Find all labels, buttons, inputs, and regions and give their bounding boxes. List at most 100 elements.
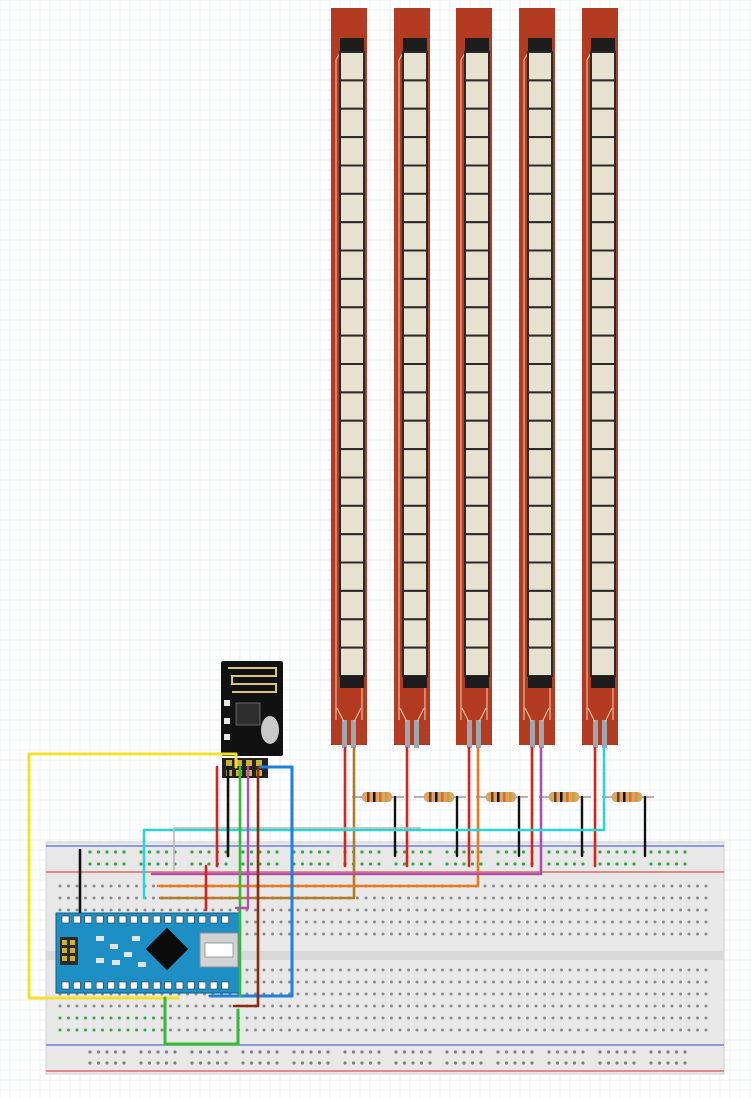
terminal-hole (645, 992, 648, 996)
rail-hole (606, 850, 611, 854)
terminal-hole (58, 1028, 62, 1032)
terminal-hole (687, 884, 691, 888)
flex-sensor-segment (590, 419, 616, 451)
terminal-hole (296, 1028, 300, 1032)
terminal-hole (551, 884, 555, 888)
rail-hole (674, 1050, 679, 1054)
terminal-hole (262, 968, 266, 972)
flex-sensor-segment (527, 164, 553, 195)
terminal-hole (441, 920, 444, 924)
terminal-hole (475, 1016, 478, 1020)
terminal-hole (271, 932, 274, 936)
rail-hole (547, 1061, 551, 1065)
terminal-hole (619, 992, 623, 996)
rf-header-pin (246, 760, 252, 766)
nano-header-pin (141, 981, 150, 990)
flex-sensor-segment (464, 618, 490, 649)
nano-header-pin (73, 915, 81, 924)
terminal-hole (186, 1028, 189, 1032)
terminal-hole (636, 896, 640, 900)
flex-sensor-segment (464, 164, 490, 195)
terminal-hole (619, 908, 623, 912)
terminal-hole (347, 932, 351, 936)
terminal-hole (373, 908, 376, 912)
terminal-hole (432, 896, 436, 900)
terminal-hole (75, 896, 79, 900)
rail-hole (615, 862, 619, 866)
terminal-hole (517, 1004, 521, 1008)
rail-hole (419, 862, 424, 866)
terminal-hole (101, 884, 104, 888)
rail-hole (215, 1050, 220, 1054)
terminal-hole (602, 1016, 606, 1020)
rail-hole (411, 862, 415, 866)
terminal-hole (126, 1028, 130, 1032)
terminal-hole (568, 968, 572, 972)
terminal-hole (101, 1004, 104, 1008)
rf-transceiver-module (221, 661, 283, 778)
terminal-hole (662, 932, 665, 936)
flex-sensor-segment (527, 192, 553, 224)
terminal-hole (645, 884, 648, 888)
terminal-hole (373, 920, 376, 924)
rail-hole (521, 850, 526, 854)
terminal-hole (696, 884, 699, 888)
rail-hole (402, 1061, 407, 1065)
terminal-hole (458, 896, 461, 900)
terminal-hole (75, 884, 79, 888)
terminal-hole (458, 980, 461, 984)
terminal-hole (143, 908, 147, 912)
nano-smd-component (124, 952, 132, 957)
terminal-hole (543, 980, 546, 984)
terminal-hole (696, 1028, 699, 1032)
flex-sensor-cap (465, 38, 489, 52)
nano-header-pin (73, 981, 81, 990)
flex-sensor-segment (527, 476, 553, 507)
terminal-hole (534, 896, 538, 900)
terminal-hole (687, 932, 691, 936)
terminal-hole (432, 920, 436, 924)
terminal-hole (432, 932, 436, 936)
terminal-hole (262, 1016, 266, 1020)
flex-sensor-pin (602, 720, 607, 748)
terminal-hole (704, 980, 708, 984)
rf-chip (235, 702, 261, 726)
terminal-hole (483, 920, 487, 924)
terminal-hole (169, 1028, 172, 1032)
terminal-hole (339, 968, 342, 972)
resistor-band (503, 792, 506, 802)
flex-sensor-segment (339, 363, 365, 394)
terminal-hole (628, 932, 631, 936)
flex-sensor-segment (527, 618, 553, 649)
terminal-hole (483, 992, 487, 996)
terminal-hole (492, 980, 495, 984)
terminal-hole (347, 920, 351, 924)
rail-hole (623, 862, 628, 866)
rail-hole (300, 862, 305, 866)
rail-hole (300, 1050, 305, 1054)
terminal-hole (551, 992, 555, 996)
terminal-hole (653, 1028, 657, 1032)
terminal-hole (543, 1028, 546, 1032)
rail-hole (198, 1050, 203, 1054)
terminal-hole (628, 968, 631, 972)
terminal-hole (483, 884, 487, 888)
rail-hole (241, 1050, 245, 1054)
resistor-band (435, 792, 438, 802)
terminal-hole (245, 1028, 249, 1032)
terminal-hole (390, 920, 393, 924)
terminal-hole (704, 884, 708, 888)
rail-hole (615, 850, 619, 854)
rail-hole (572, 1061, 577, 1065)
terminal-hole (432, 1004, 436, 1008)
terminal-hole (126, 1004, 130, 1008)
terminal-hole (288, 1016, 291, 1020)
rail-hole (623, 850, 628, 854)
rail-hole (470, 1050, 475, 1054)
terminal-hole (611, 932, 614, 936)
terminal-hole (679, 908, 682, 912)
rail-hole (198, 850, 203, 854)
rail-hole (326, 1061, 330, 1065)
terminal-hole (84, 1004, 87, 1008)
terminal-hole (305, 1016, 308, 1020)
